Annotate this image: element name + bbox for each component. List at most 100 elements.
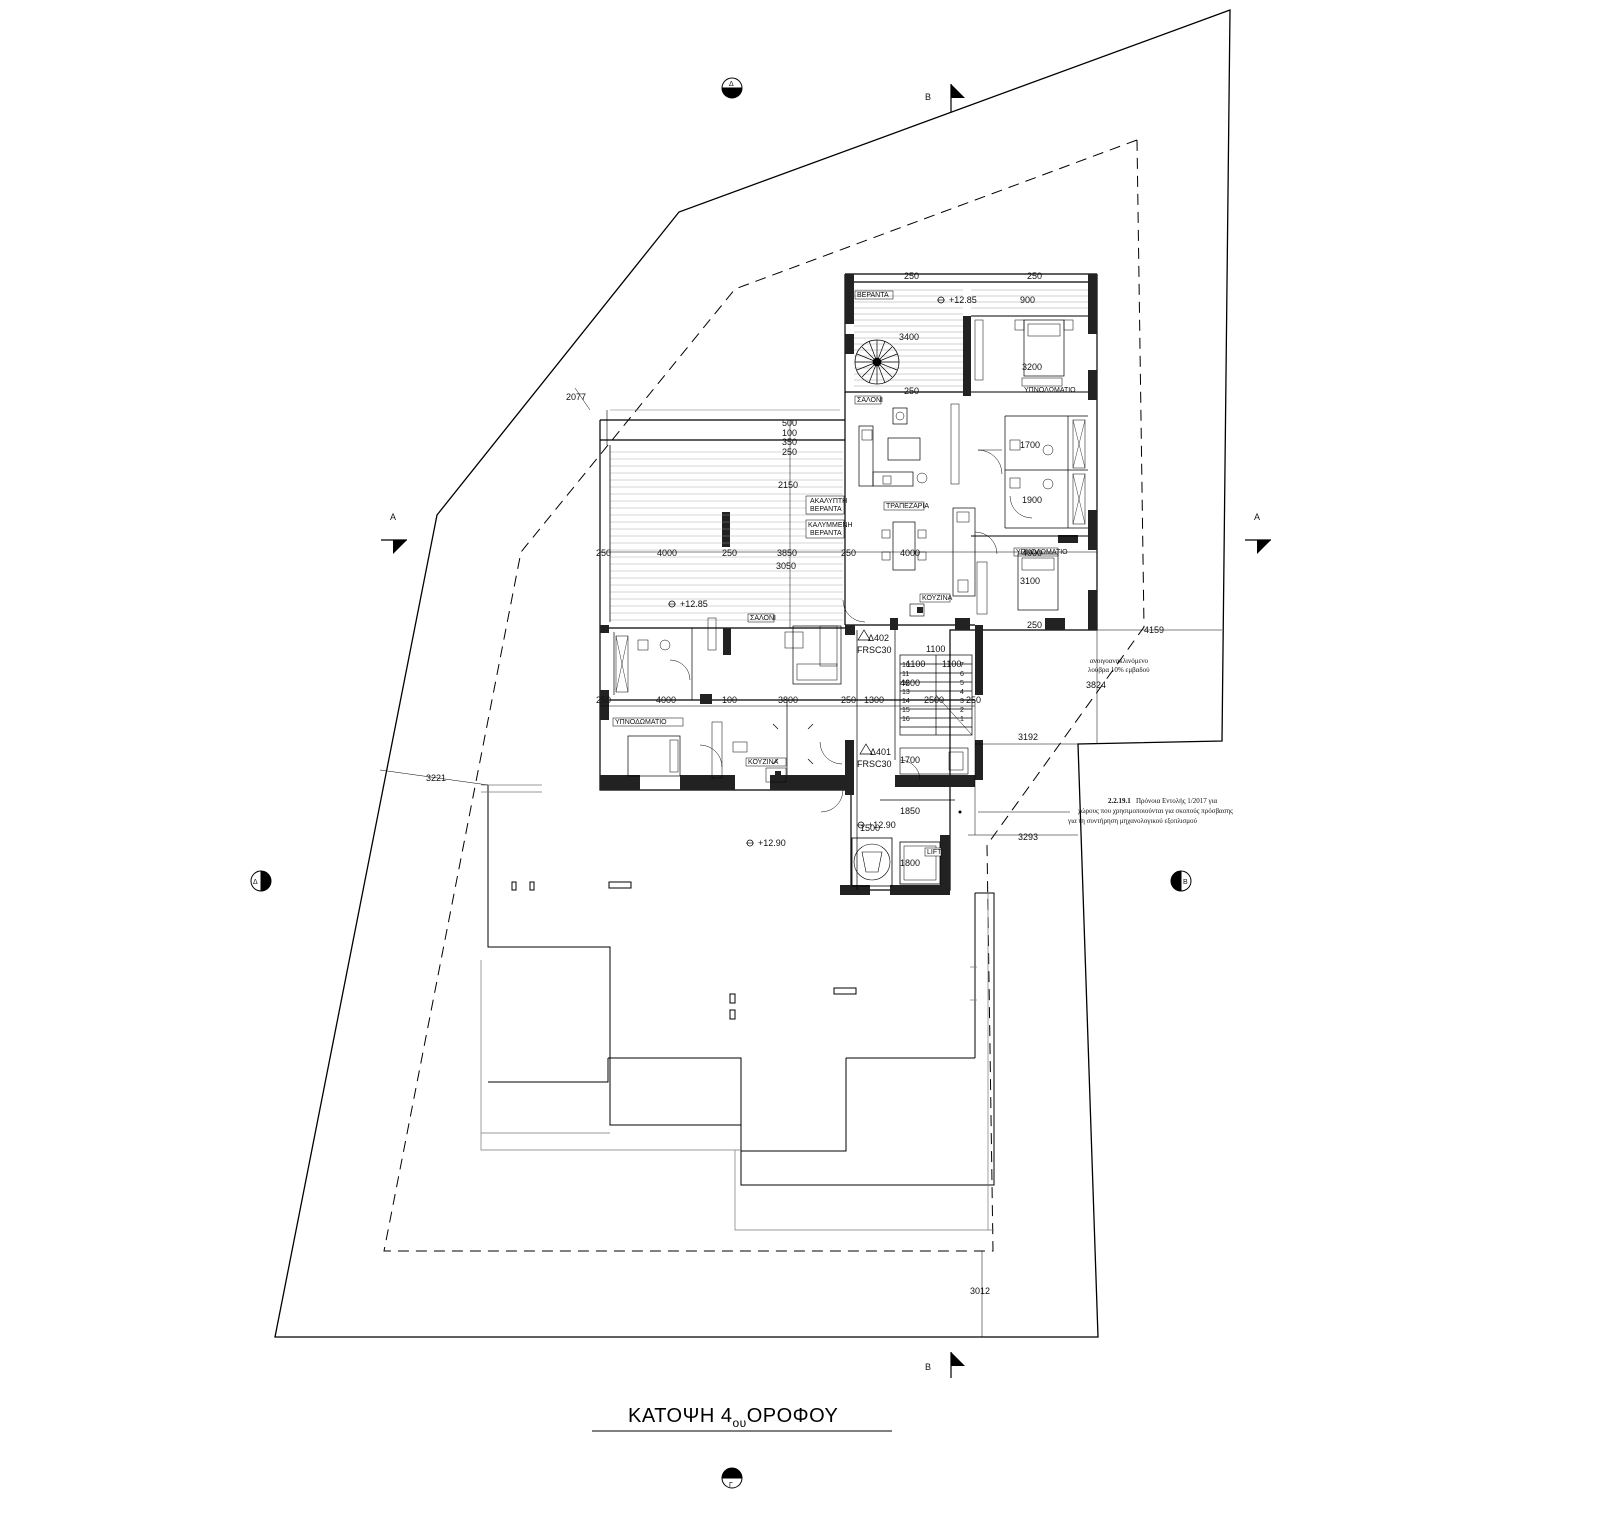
level-2-marker xyxy=(668,600,676,608)
room-label-trapezaria: ΤΡΑΠΕΖΑΡΙΑ xyxy=(886,503,929,510)
room-label-saloni-1: ΣΑΛΟΝΙ xyxy=(857,397,883,404)
svg-text:10: 10 xyxy=(902,662,910,669)
label-kalymmeni-1: ΚΑΛΥΜΜΕΝΗ xyxy=(808,522,853,529)
fire-door-402: Δ402 FRSC30 xyxy=(857,629,892,655)
room-label-kouzina-2: ΚΟΥΖΙΝΑ xyxy=(748,759,779,766)
svg-text:5: 5 xyxy=(960,680,964,687)
roof-vents xyxy=(511,881,857,1020)
room-label-ypnodomatio-3: ΥΠΝΟΔΩΜΑΤΙΟ xyxy=(615,719,667,726)
section-marker-b-right: B xyxy=(1170,870,1192,892)
svg-text:900: 900 xyxy=(1020,295,1035,305)
setback-line xyxy=(383,139,1145,1252)
lower-roof-inner xyxy=(480,784,994,1231)
svg-text:350: 350 xyxy=(782,437,797,447)
svg-text:λούβρα 10% εμβαδού: λούβρα 10% εμβαδού xyxy=(1088,666,1150,674)
level-4-marker xyxy=(746,839,754,847)
svg-text:3221: 3221 xyxy=(426,773,446,783)
svg-text:1800: 1800 xyxy=(900,858,920,868)
svg-text:3200: 3200 xyxy=(1022,362,1042,372)
svg-text:4159: 4159 xyxy=(1144,625,1164,635)
svg-text:1900: 1900 xyxy=(1022,495,1042,505)
svg-text:7: 7 xyxy=(960,662,964,669)
svg-text:2500: 2500 xyxy=(924,695,944,705)
drawing-title: ΚΑΤΟΨΗ 4ουΟΡΟΦΟΥ xyxy=(592,1405,892,1432)
svg-text:1700: 1700 xyxy=(900,755,920,765)
section-marker-b-top: B xyxy=(925,84,965,112)
stair-numbers: 7 6 5 4 3 2 1 10 11 12 13 14 15 16 xyxy=(902,662,964,723)
svg-text:3192: 3192 xyxy=(1018,732,1038,742)
svg-text:13: 13 xyxy=(902,689,910,696)
svg-text:100: 100 xyxy=(722,695,737,705)
svg-text:FRSC30: FRSC30 xyxy=(857,645,892,655)
svg-text:3012: 3012 xyxy=(970,1286,990,1296)
svg-text:A: A xyxy=(390,512,396,522)
svg-text:B: B xyxy=(925,92,931,102)
level-1-marker xyxy=(937,296,945,304)
dimension-lines xyxy=(379,387,1222,1337)
svg-text:1100: 1100 xyxy=(926,644,945,654)
provision-note: 2.2.19.1 Πρόνοια Εντολής 1/2017 για χώρο… xyxy=(958,797,1233,825)
svg-text:ΚΑΤΟΨΗ 4ουΟΡΟΦΟΥ: ΚΑΤΟΨΗ 4ουΟΡΟΦΟΥ xyxy=(628,1405,838,1430)
svg-text:1100: 1100 xyxy=(906,659,925,669)
bedroom-1: ΥΠΝΟΔΩΜΑΤΙΟ xyxy=(971,315,1088,394)
section-marker-a-left: A xyxy=(381,512,407,554)
bedroom-2: ΥΠΝΟΔΩΜΑΤΙΟ xyxy=(971,531,1088,615)
svg-text:4600: 4600 xyxy=(900,678,920,688)
svg-text:A: A xyxy=(1254,512,1260,522)
svg-text:Δ402: Δ402 xyxy=(868,633,889,643)
svg-text:3100: 3100 xyxy=(1020,576,1040,586)
svg-text:χώρους που χρησιμοποιούνται γι: χώρους που χρησιμοποιούνται για σκοπούς … xyxy=(1078,807,1233,815)
svg-text:250: 250 xyxy=(596,695,611,705)
svg-text:3293: 3293 xyxy=(1018,832,1038,842)
room-label-ypnodomatio-1: ΥΠΝΟΔΩΜΑΤΙΟ xyxy=(1024,387,1076,394)
plot-boundary xyxy=(274,9,1231,1338)
fire-door-401: Δ401 FRSC30 xyxy=(857,743,892,769)
svg-text:100: 100 xyxy=(782,428,797,438)
label-akalypti-1: ΑΚΑΛΥΠΤΗ xyxy=(810,498,847,505)
svg-text:Πρόνοια Εντολής 1/2017 για: Πρόνοια Εντολής 1/2017 για xyxy=(1136,797,1217,805)
svg-text:3: 3 xyxy=(960,698,964,705)
west-veranda: ΑΚΑΛΥΠΤΗ ΒΕΡΑΝΤΑ ΚΑΛΥΜΜΕΝΗ ΒΕΡΑΝΤΑ +12.8… xyxy=(606,409,853,622)
svg-text:FRSC30: FRSC30 xyxy=(857,759,892,769)
room-label-kouzina-1: ΚΟΥΖΙΝΑ xyxy=(922,595,953,602)
svg-text:250: 250 xyxy=(596,548,611,558)
svg-text:3400: 3400 xyxy=(899,332,919,342)
svg-text:4000: 4000 xyxy=(1022,548,1042,558)
svg-text:για τη συντήρηση μηχανολογικού: για τη συντήρηση μηχανολογικού εξοπλισμο… xyxy=(1067,817,1198,825)
svg-text:16: 16 xyxy=(902,716,910,723)
level-2: +12.85 xyxy=(680,599,708,609)
svg-text:2077: 2077 xyxy=(566,392,586,402)
svg-text:Δ: Δ xyxy=(253,879,258,886)
level-1: +12.85 xyxy=(949,295,977,305)
svg-text:ανοιγοανακλινόμενο: ανοιγοανακλινόμενο xyxy=(1090,657,1149,665)
dimension-texts: 250 250 900 3400 3200 250 500 100 350 25… xyxy=(426,271,1164,1296)
svg-text:2: 2 xyxy=(960,707,964,714)
section-marker-d-left: Δ xyxy=(250,870,272,892)
svg-text:250: 250 xyxy=(904,271,919,281)
svg-text:1700: 1700 xyxy=(1020,440,1040,450)
svg-text:15: 15 xyxy=(902,707,910,714)
level-4: +12.90 xyxy=(758,838,786,848)
svg-text:3850: 3850 xyxy=(777,548,797,558)
living-dining: ΣΑΛΟΝΙ ΤΡΑΠΕΖΑΡΙΑ ΚΟΥΖΙΝΑ xyxy=(854,395,976,617)
svg-text:14: 14 xyxy=(902,698,910,705)
level-3-marker xyxy=(857,821,865,829)
room-label-saloni-2: ΣΑΛΟΝΙ xyxy=(750,615,776,622)
svg-text:2.2.19.1: 2.2.19.1 xyxy=(1108,797,1131,805)
section-marker-g-bottom: Γ xyxy=(721,1467,743,1489)
svg-text:4000: 4000 xyxy=(657,548,677,558)
svg-text:1: 1 xyxy=(960,716,964,723)
svg-text:3824: 3824 xyxy=(1086,680,1106,690)
svg-text:Γ: Γ xyxy=(729,1482,733,1489)
room-label-lift: LIFT xyxy=(927,849,942,856)
louvre-note: ανοιγοανακλινόμενο λούβρα 10% εμβαδού xyxy=(1088,657,1150,674)
svg-text:12: 12 xyxy=(902,680,910,687)
label-kalymmeni-2: ΒΕΡΑΝΤΑ xyxy=(810,530,842,537)
lower-roof-outline xyxy=(487,785,995,1186)
spiral-stair xyxy=(854,339,900,385)
level-3: +12.90 xyxy=(868,820,896,830)
svg-text:11: 11 xyxy=(902,671,909,678)
svg-text:3800: 3800 xyxy=(778,695,798,705)
bathrooms-north xyxy=(977,415,1088,529)
